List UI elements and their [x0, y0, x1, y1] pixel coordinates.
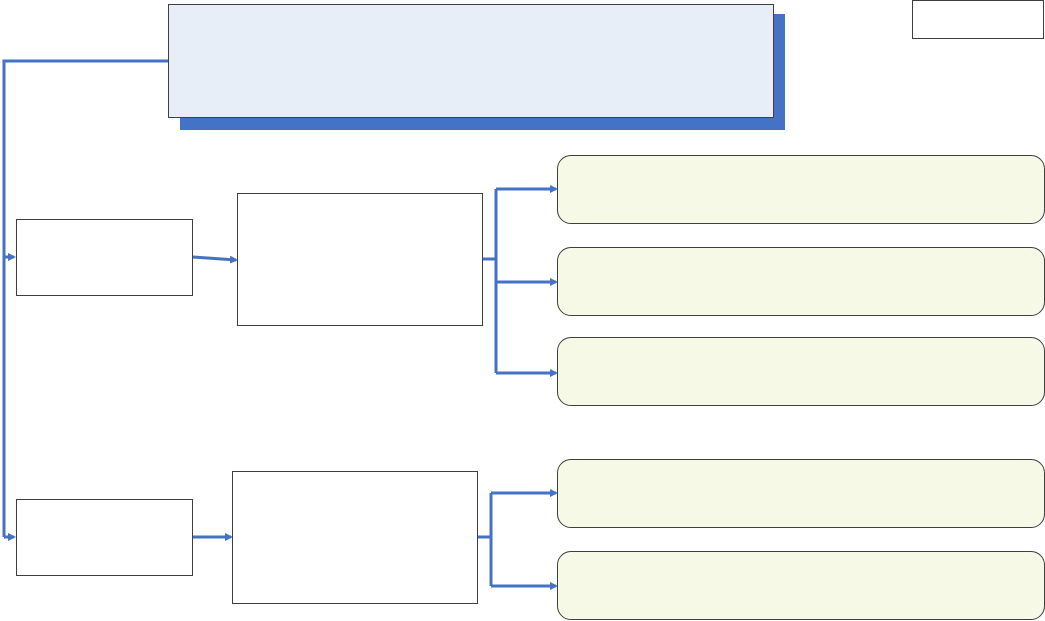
outcome-box-1-3 [557, 337, 1045, 406]
fork-branch-1 [483, 189, 498, 373]
outcome-box-1-2 [557, 247, 1045, 316]
tag-box [912, 0, 1044, 39]
category-box-1 [16, 219, 193, 296]
category-box-2 [16, 499, 193, 576]
detail-box-2 [232, 471, 478, 604]
outcome-box-1-1 [557, 155, 1045, 224]
title-box [168, 4, 774, 118]
connector-category-1-to-detail-1 [192, 255, 238, 264]
detail-box-1 [237, 193, 483, 326]
outcome-box-2-2 [557, 551, 1045, 620]
outcome-box-2-1 [557, 459, 1045, 528]
fork-branch-2 [478, 493, 493, 586]
trunk-connector [2, 59, 168, 537]
